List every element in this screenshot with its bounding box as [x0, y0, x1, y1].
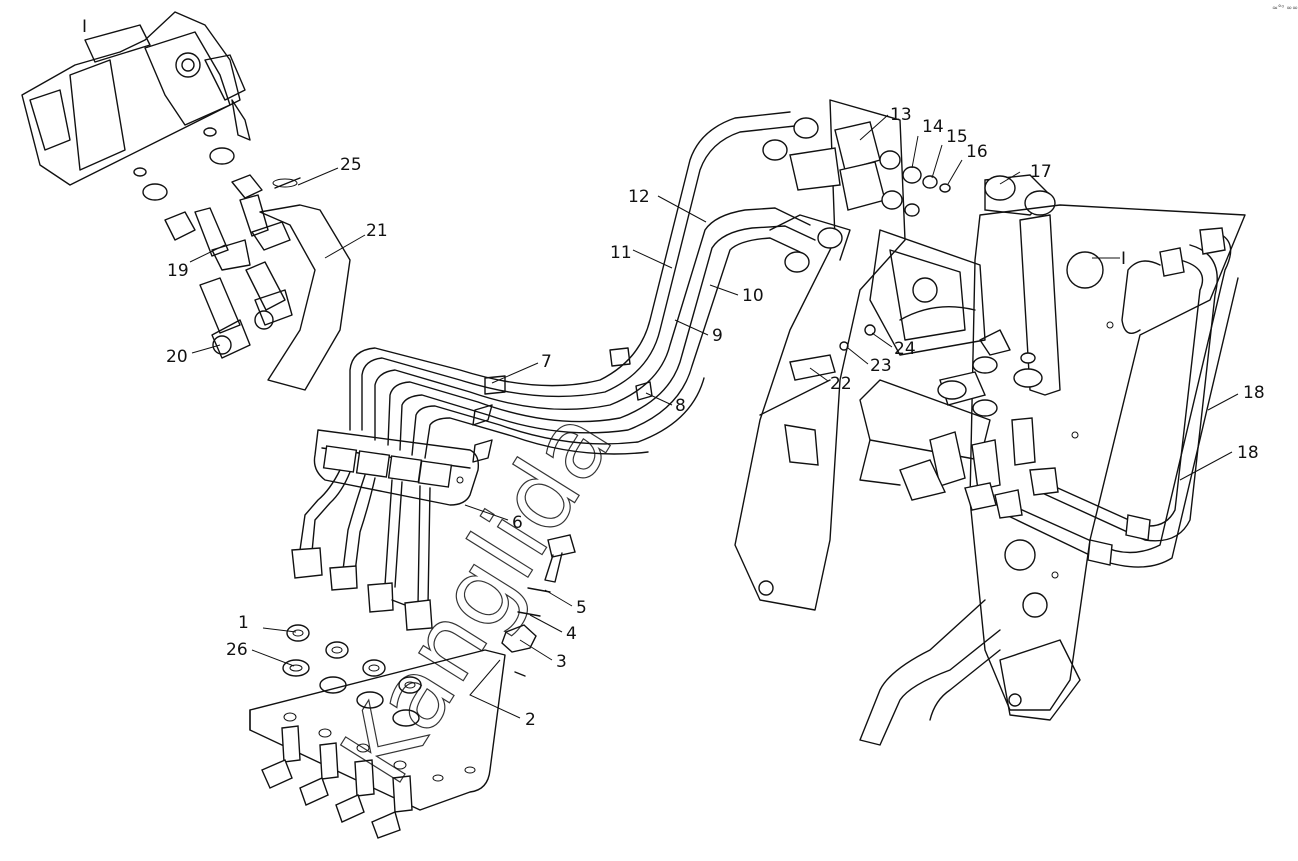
corner-mark: ≈°⁰ ∞∞ — [1272, 4, 1298, 12]
callout-11: 11 — [610, 243, 632, 263]
callout-22: 22 — [830, 374, 852, 394]
main-pedal-frame — [969, 204, 1246, 721]
callout-2: 2 — [525, 710, 536, 730]
callout-14: 14 — [922, 117, 944, 137]
callout-8: 8 — [675, 396, 686, 416]
leader-lines — [189, 114, 1239, 719]
callout-25: 25 — [340, 155, 362, 175]
callout-24: 24 — [894, 339, 916, 359]
valve-fittings-center — [899, 329, 1059, 519]
callout-17: 17 — [1030, 162, 1052, 182]
detail-fittings — [133, 127, 351, 391]
detail-valve-block — [21, 11, 251, 186]
callout-21: 21 — [366, 221, 388, 241]
pedal-bracket — [734, 99, 991, 611]
nuts-and-washers — [282, 624, 422, 727]
callout-13: 13 — [890, 105, 912, 125]
callout-12: 12 — [628, 187, 650, 207]
callouts: 1 2 3 4 5 6 7 8 9 10 11 12 13 14 15 16 1… — [166, 105, 1265, 730]
callout-10: 10 — [742, 286, 764, 306]
mounting-plate-2 — [249, 649, 506, 811]
tube-bundle-upper — [349, 111, 816, 459]
brake-valve-parts — [762, 117, 1056, 273]
callout-15: 15 — [946, 127, 968, 147]
callout-26: 26 — [226, 640, 248, 660]
tube-bracket-6 — [313, 429, 480, 506]
tube-clips — [472, 347, 653, 463]
elbow-fittings — [261, 725, 413, 839]
callout-16: 16 — [966, 142, 988, 162]
pedal-lever — [859, 599, 1001, 746]
callout-7: 7 — [541, 352, 552, 372]
callout-9: 9 — [712, 326, 723, 346]
callout-23: 23 — [870, 356, 892, 376]
callout-6: 6 — [512, 513, 523, 533]
callout-18-upper: 18 — [1243, 383, 1265, 403]
detail-mark-i: I — [82, 17, 87, 37]
callout-18-lower: 18 — [1237, 443, 1259, 463]
return-tubes-18 — [999, 227, 1239, 568]
callout-1: 1 — [238, 613, 249, 633]
tubes-lower — [291, 469, 433, 631]
callout-4: 4 — [566, 624, 577, 644]
callout-3: 3 — [556, 652, 567, 672]
callout-5: 5 — [576, 598, 587, 618]
detail-reference-mark-i: I — [1121, 249, 1126, 269]
callout-20: 20 — [166, 347, 188, 367]
callout-19: 19 — [167, 261, 189, 281]
